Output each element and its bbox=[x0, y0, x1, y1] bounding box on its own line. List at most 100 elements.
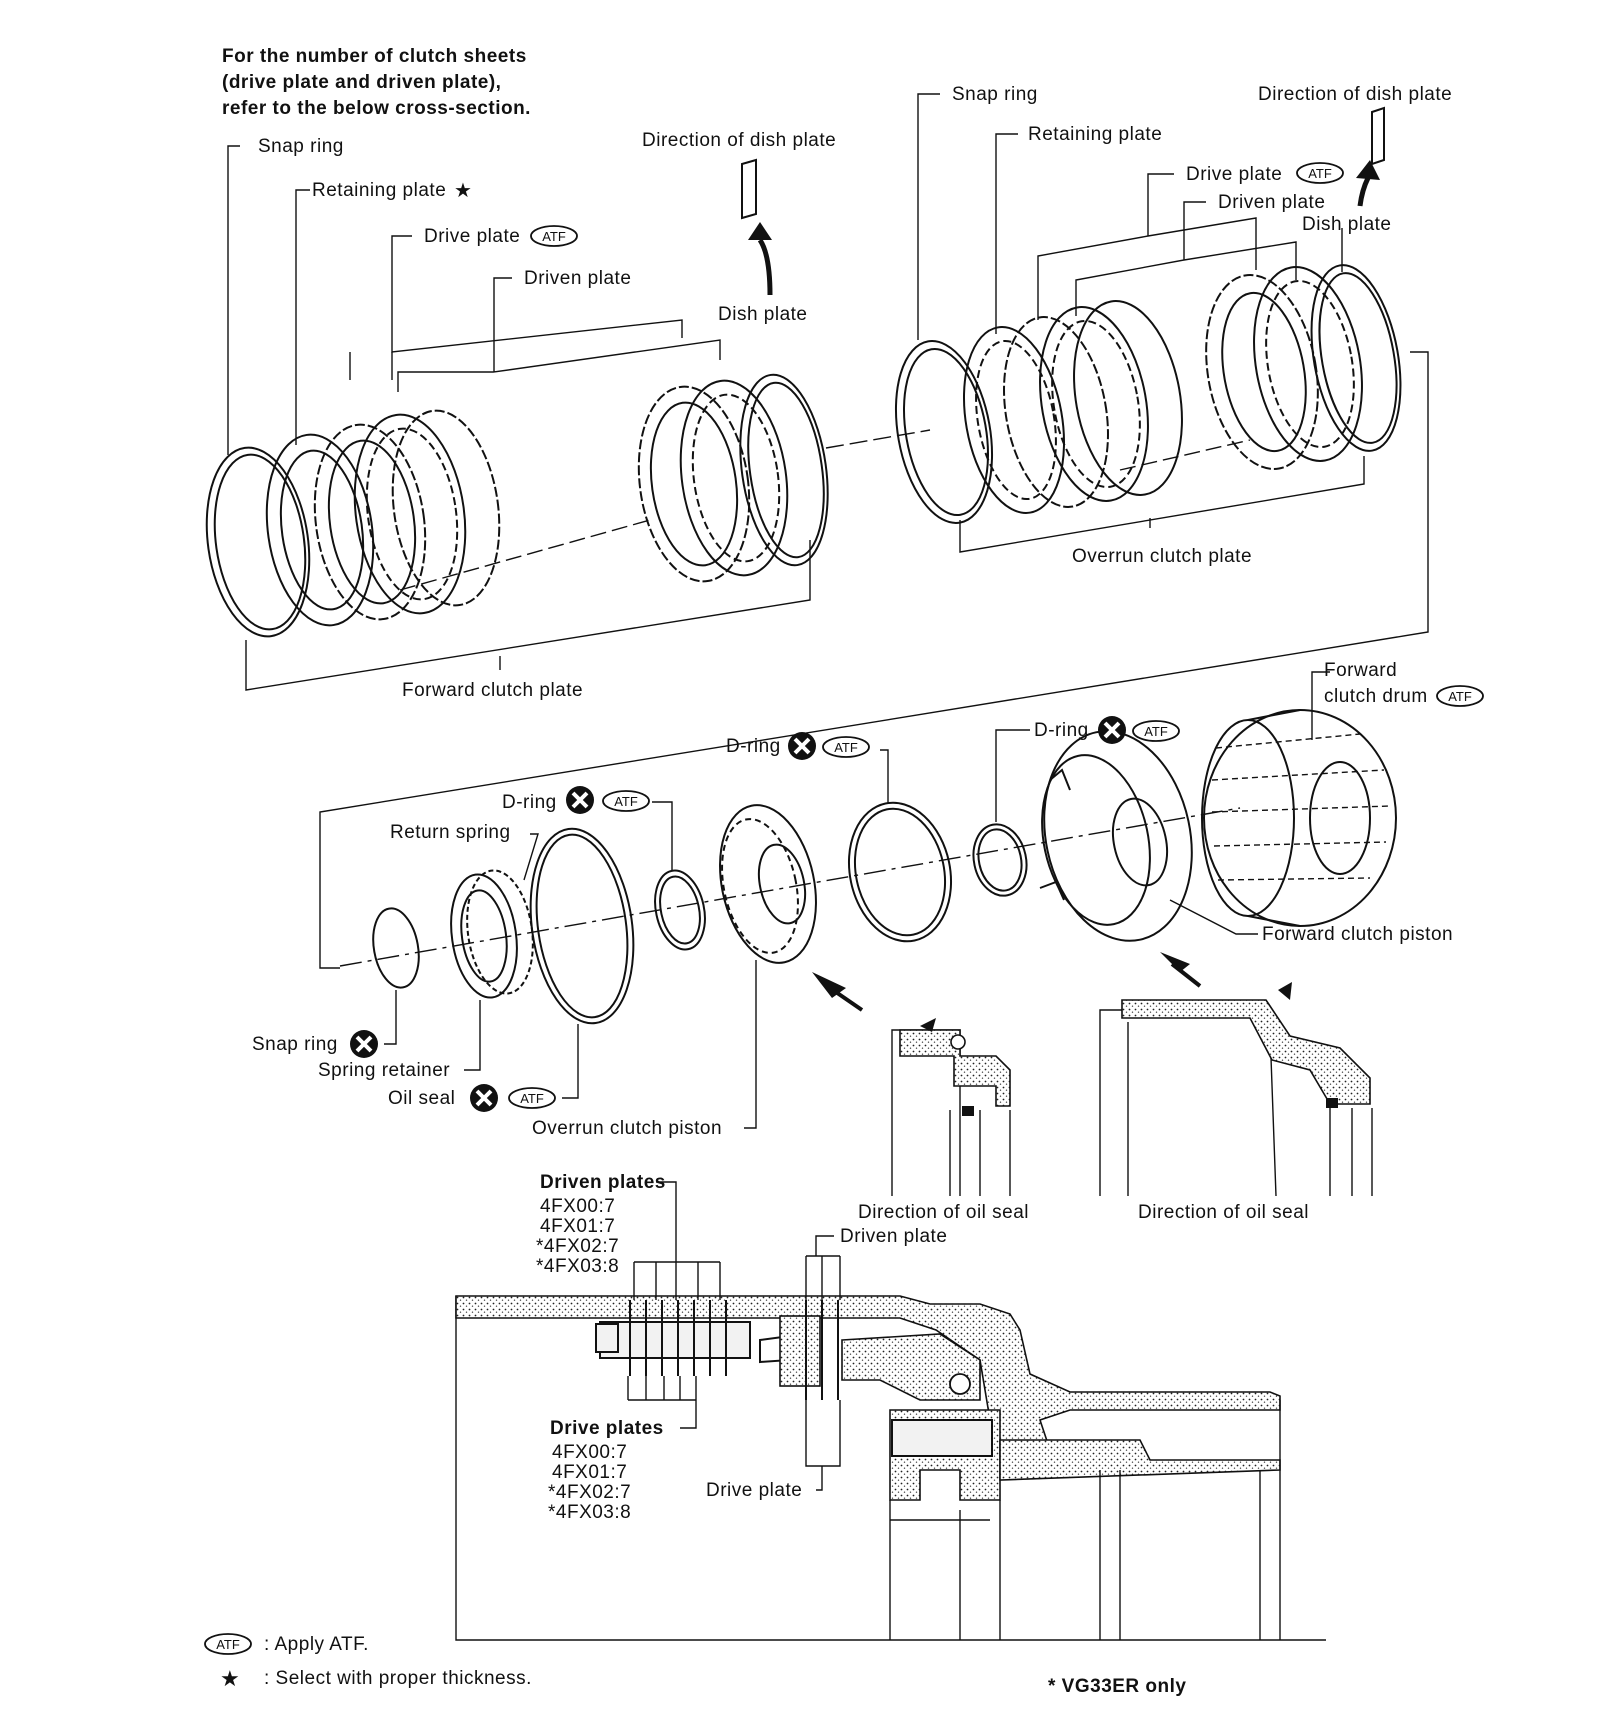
assembly-centre-line bbox=[339, 807, 1241, 967]
atf-badge: ATF bbox=[508, 1087, 556, 1109]
oil-seal-direction-inset-2: Direction of oil seal bbox=[1099, 982, 1373, 1223]
retaining-plate-leader bbox=[295, 189, 310, 445]
drive-plates-leader bbox=[627, 1376, 697, 1429]
forward-clutch-drum-label-2: clutch drum bbox=[1324, 686, 1428, 707]
svg-text:ATF: ATF bbox=[1308, 166, 1332, 181]
forward-clutch-drum bbox=[1201, 709, 1397, 927]
drive-plate bbox=[313, 423, 427, 621]
snap-ring-middle bbox=[372, 907, 420, 989]
svg-text:ATF: ATF bbox=[520, 1091, 544, 1106]
retaining-plate-leader-right bbox=[995, 133, 1018, 334]
driven-plates-count-1: 4FX00:7 bbox=[540, 1196, 615, 1217]
spring-retainer-label: Spring retainer bbox=[318, 1060, 450, 1081]
snap-ring-label-right: Snap ring bbox=[952, 84, 1038, 105]
driven-plate-right bbox=[1039, 306, 1149, 502]
atf-badge: ATF bbox=[1132, 720, 1180, 742]
drive-plates-count-3: *4FX02:7 bbox=[548, 1482, 631, 1503]
no-reuse-icon bbox=[786, 730, 818, 762]
atf-badge: ATF bbox=[204, 1633, 252, 1655]
driven-plate-label: Driven plate bbox=[524, 268, 631, 289]
overrun-clutch-plate-label: Overrun clutch plate bbox=[1072, 546, 1252, 567]
atf-badge: ATF bbox=[1436, 685, 1484, 707]
return-spring-label: Return spring bbox=[390, 822, 511, 843]
driven-plates-count-3: *4FX02:7 bbox=[536, 1236, 619, 1257]
snap-ring bbox=[205, 446, 311, 638]
dish-plate-label: Dish plate bbox=[718, 304, 808, 325]
retaining-plate-right bbox=[962, 326, 1066, 514]
arrow-icon bbox=[828, 986, 864, 1012]
atf-badge: ATF bbox=[602, 790, 650, 812]
d-ring-large bbox=[847, 801, 953, 943]
drive-plates-label: Drive plates bbox=[550, 1418, 664, 1439]
svg-text:ATF: ATF bbox=[542, 229, 566, 244]
d-ring-small bbox=[972, 823, 1028, 897]
retaining-plate-label-right: Retaining plate bbox=[1028, 124, 1162, 145]
driven-plates-label: Driven plates bbox=[540, 1172, 666, 1193]
dish-plate-direction-icon bbox=[741, 158, 757, 220]
dish-plate-right bbox=[1310, 264, 1402, 452]
d-ring-3-label: D-ring bbox=[1034, 720, 1089, 741]
piston-and-drum-group: Forward clutch drum ATF Forward clutch p… bbox=[252, 660, 1484, 1139]
snap-ring-leader bbox=[227, 145, 240, 455]
forward-clutch-plate-group: Snap ring Retaining plate ★ Drive plate … bbox=[205, 130, 836, 701]
forward-clutch-piston-label: Forward clutch piston bbox=[1262, 924, 1453, 945]
forward-clutch-pack bbox=[629, 1300, 727, 1376]
star-icon: ★ bbox=[454, 180, 472, 202]
driven-plate-leader bbox=[397, 277, 721, 392]
drive-plate-label: Drive plate bbox=[424, 226, 520, 247]
legend: ATF : Apply ATF. ★ : Select with proper … bbox=[204, 1633, 1186, 1697]
driven-plate bbox=[353, 413, 467, 615]
direction-of-oil-seal-label-2: Direction of oil seal bbox=[1138, 1202, 1309, 1223]
driven-plate-leader-right bbox=[1075, 201, 1297, 316]
return-spring-leader bbox=[523, 833, 539, 881]
svg-text:ATF: ATF bbox=[1448, 689, 1472, 704]
overrun-clutch-piston-label: Overrun clutch piston bbox=[532, 1118, 722, 1139]
forward-clutch-drum-label-1: Forward bbox=[1324, 660, 1397, 681]
atf-badge: ATF bbox=[1296, 162, 1344, 184]
drive-plates-count-1: 4FX00:7 bbox=[552, 1442, 627, 1463]
oil-seal-direction-inset-1: Direction of oil seal bbox=[858, 1018, 1029, 1223]
dish-plate-direction-icon-right bbox=[1371, 106, 1385, 166]
svg-text:ATF: ATF bbox=[614, 794, 638, 809]
direction-arrow-icon-right bbox=[1357, 176, 1371, 207]
clutch-sheets-note: For the number of clutch sheets (drive p… bbox=[222, 46, 531, 119]
spring-retainer-leader bbox=[464, 1000, 481, 1071]
snap-ring-right bbox=[894, 340, 994, 524]
direction-arrow-icon bbox=[757, 238, 773, 296]
direction-of-dish-plate-label-right: Direction of dish plate bbox=[1258, 84, 1452, 105]
drive-plate-right bbox=[1003, 316, 1109, 508]
forward-clutch-drum-leader bbox=[1311, 671, 1330, 740]
snap-ring-label: Snap ring bbox=[258, 136, 344, 157]
overrun-clutch-pack bbox=[779, 1300, 839, 1400]
atf-badge: ATF bbox=[530, 225, 578, 247]
forward-clutch-bracket bbox=[245, 540, 811, 691]
clutch-cross-section: Driven plates 4FX00:7 4FX01:7 *4FX02:7 *… bbox=[455, 1172, 1326, 1641]
dish-plate bbox=[739, 373, 829, 567]
forward-clutch-plate-label: Forward clutch plate bbox=[402, 680, 583, 701]
retaining-plate-label: Retaining plate bbox=[312, 180, 446, 201]
svg-text:ATF: ATF bbox=[1144, 724, 1168, 739]
forward-clutch-piston-leader bbox=[1169, 899, 1258, 935]
d-ring-2-leader bbox=[652, 801, 673, 870]
dish-plate-label-right: Dish plate bbox=[1302, 214, 1392, 235]
driven-plates-count-2: 4FX01:7 bbox=[540, 1216, 615, 1237]
spring-retainer bbox=[450, 873, 518, 999]
drive-plate-leader bbox=[391, 235, 683, 353]
snap-ring-middle-leader bbox=[384, 990, 397, 1045]
snap-ring-leader-right bbox=[917, 93, 940, 340]
no-reuse-icon bbox=[1096, 714, 1128, 746]
oil-seal-label: Oil seal bbox=[388, 1088, 455, 1109]
legend-star-icon: ★ bbox=[220, 1666, 240, 1691]
d-ring-3-leader bbox=[995, 729, 1030, 822]
arrow-icon bbox=[1170, 962, 1202, 988]
d-ring-1-leader bbox=[880, 749, 889, 804]
overrun-clutch-piston-leader bbox=[744, 960, 757, 1129]
note-line-3: refer to the below cross-section. bbox=[222, 98, 531, 119]
driven-plates-count-4: *4FX03:8 bbox=[536, 1256, 619, 1277]
d-ring-2-label: D-ring bbox=[502, 792, 557, 813]
forward-clutch-piston bbox=[1039, 730, 1193, 942]
driven-plates-leader bbox=[633, 1181, 721, 1300]
overrun-clutch-piston bbox=[719, 804, 817, 964]
d-ring-1-label: D-ring bbox=[726, 736, 781, 757]
